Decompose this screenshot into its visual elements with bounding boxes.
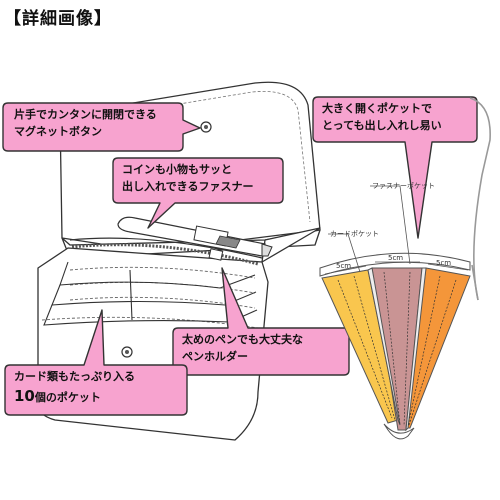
pocket-fan-diagram — [319, 252, 471, 440]
callout-card: カード類もたっぷり入る 10個のポケット — [14, 368, 135, 408]
callout-bubble-magnet — [2, 102, 201, 152]
dimension-label-2: 5cm — [388, 254, 404, 262]
callout-magnet: 片手でカンタンに開閉できる マグネットボタン — [14, 106, 157, 140]
callout-fastener-line-1: コインも小物もサッと — [122, 163, 232, 176]
dimension-label-1: 5cm — [336, 262, 352, 270]
page-title: 【詳細画像】 — [4, 9, 112, 29]
callout-bubble-pocket — [312, 96, 478, 239]
label-fastener-pocket: ファスナーポケット — [372, 182, 435, 190]
callout-pocket-line-1: 大きく開くポケットで — [322, 102, 432, 115]
callout-pen: 太めのペンでも大丈夫な ペンホルダー — [182, 331, 303, 365]
label-card-pocket: カードポケット — [330, 230, 379, 238]
callout-card-number: 10 — [14, 387, 35, 406]
callout-pen-line-2: ペンホルダー — [182, 350, 248, 364]
callout-pen-line-1: 太めのペンでも大丈夫な — [182, 333, 303, 346]
pen — [117, 216, 273, 257]
dimension-label-3: 5cm — [436, 259, 452, 267]
callout-card-line-2: 個のポケット — [34, 391, 101, 405]
zipper-pocket — [69, 237, 263, 266]
callout-bubble-fastener — [112, 157, 284, 229]
callout-card-line-1: カード類もたっぷり入る — [14, 370, 135, 383]
callout-magnet-line-2: マグネットボタン — [14, 125, 102, 139]
callout-fastener: コインも小物もサッと 出し入れできるファスナー — [122, 161, 253, 195]
callout-pocket: 大きく開くポケットで とっても出し入れし易い — [322, 100, 442, 134]
callout-fastener-line-2: 出し入れできるファスナー — [122, 180, 254, 194]
callout-magnet-line-1: 片手でカンタンに開閉できる — [14, 108, 157, 121]
callout-bubble-card — [4, 309, 188, 416]
callout-pocket-line-2: とっても出し入れし易い — [322, 119, 442, 133]
